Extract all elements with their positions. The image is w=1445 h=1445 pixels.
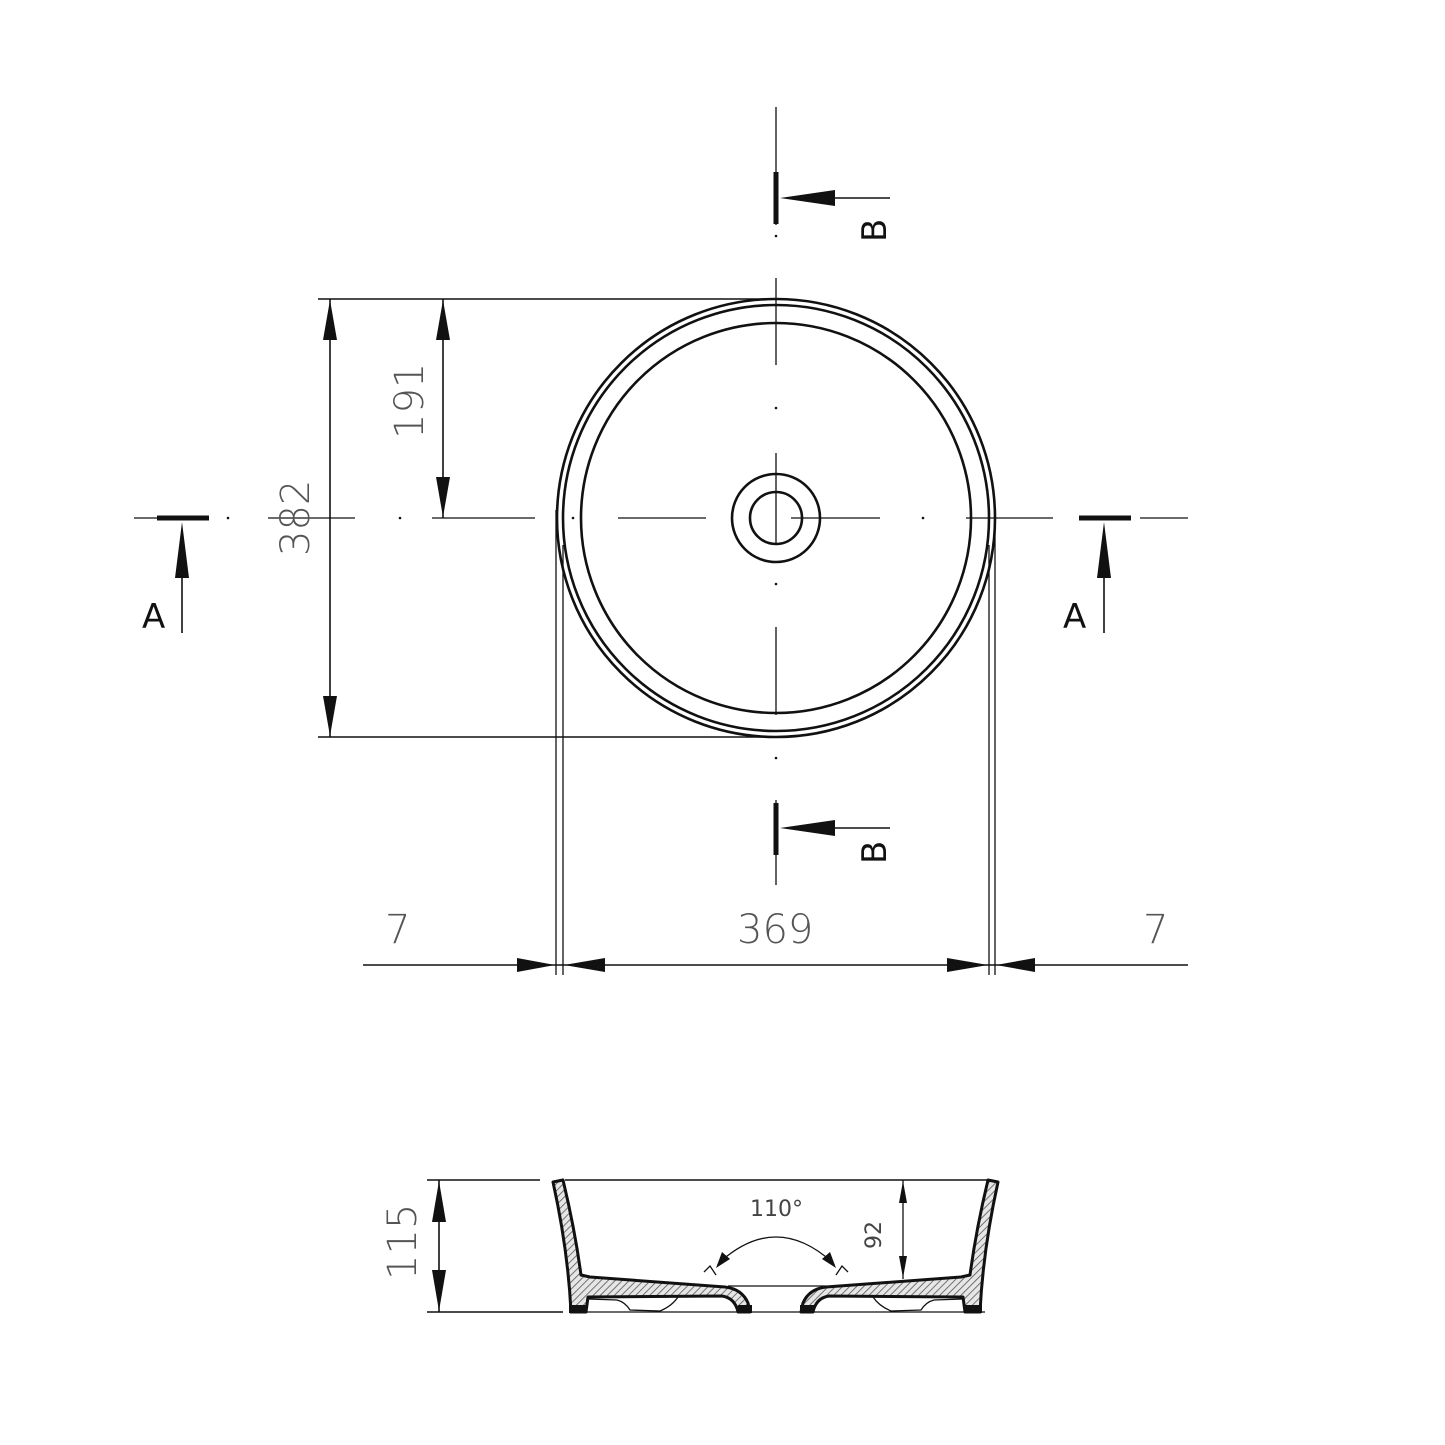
arrow-up-icon [899, 1181, 907, 1203]
section-view: 115 92 110° [380, 1178, 1000, 1314]
dimension-value-92: 92 [862, 1221, 887, 1249]
right-wall-section [799, 1178, 1000, 1314]
arrow-up-icon [436, 300, 450, 340]
arrow-down-icon [323, 696, 337, 736]
arrow-down-icon [432, 1270, 446, 1311]
horizontal-centerline [134, 516, 1188, 520]
arrow-up-icon [175, 522, 189, 578]
arrow-up-icon [432, 1181, 446, 1222]
dimension-drain-angle: 110° [703, 1197, 849, 1276]
arrow-right-icon [517, 958, 555, 972]
section-label-a: A [1063, 597, 1086, 637]
arrow-left-icon [564, 958, 605, 972]
section-label-b: B [855, 219, 895, 242]
arrow-down-icon [899, 1256, 907, 1278]
dimension-horizontal: 7 369 7 [363, 907, 1188, 972]
arrow-left-icon [780, 190, 835, 206]
arrow-up-icon [323, 300, 337, 340]
dimension-overall-height: 115 [380, 1180, 446, 1312]
dimension-value-angle: 110° [750, 1197, 803, 1222]
left-wall-section [551, 1178, 752, 1314]
arrow-up-icon [1097, 522, 1111, 578]
section-label-b: B [855, 841, 895, 864]
dimension-overall-diameter: 382 [273, 298, 776, 738]
dimension-value-191: 191 [387, 363, 433, 439]
plan-view: A A B B 382 [134, 107, 1188, 975]
dimension-half-diameter: 191 [387, 299, 450, 518]
arrow-left-icon [996, 958, 1035, 972]
arrow-icon [822, 1252, 836, 1268]
dimension-inner-depth: 92 [862, 1180, 907, 1279]
section-label-a: A [142, 597, 165, 637]
dimension-value-rim-right: 7 [1143, 907, 1168, 953]
section-marker-b-bottom: B [773, 803, 895, 864]
arrow-right-icon [947, 958, 988, 972]
arrow-icon [716, 1252, 730, 1268]
extension-lines [555, 510, 996, 975]
dimension-value-rim-left: 7 [385, 907, 410, 953]
arrow-down-icon [436, 477, 450, 517]
arrow-left-icon [780, 820, 835, 836]
dimension-value-369: 369 [737, 907, 813, 953]
section-marker-b-top: B [773, 172, 895, 242]
section-marker-a-left: A [142, 515, 209, 637]
dimension-value-115: 115 [380, 1204, 426, 1280]
dimension-value-382: 382 [273, 480, 319, 556]
section-marker-a-right: A [1063, 515, 1131, 637]
